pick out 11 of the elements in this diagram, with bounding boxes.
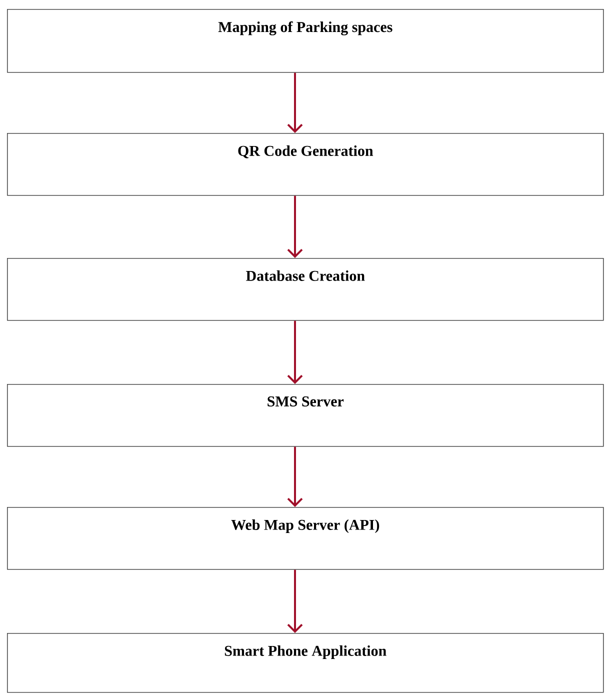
process-box: Mapping of Parking spaces [7, 9, 604, 73]
arrow [287, 196, 303, 258]
arrow [287, 72, 303, 133]
arrow [287, 446, 303, 507]
arrow [287, 570, 303, 633]
arrow [287, 320, 303, 384]
process-box: QR Code Generation [7, 133, 604, 196]
process-box: Web Map Server (API) [7, 507, 604, 570]
process-box: Database Creation [7, 258, 604, 321]
process-box: Smart Phone Application [7, 633, 604, 693]
process-box: SMS Server [7, 384, 604, 447]
